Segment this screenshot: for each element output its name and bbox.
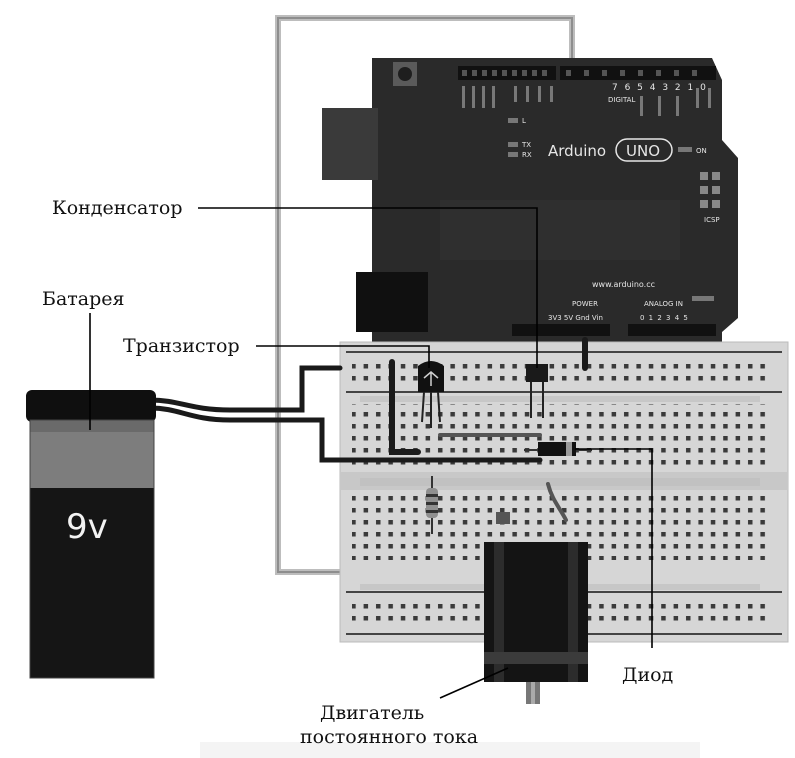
led-tx [508, 142, 518, 147]
analog-header [628, 324, 716, 336]
analog-pins: 0 1 2 3 4 5 [640, 314, 689, 322]
icsp-label: ICSP [704, 216, 720, 224]
battery-clip [26, 390, 156, 422]
led-rx [508, 152, 518, 157]
digital-pin-numbers: 7 6 5 4 3 2 1 0 [612, 83, 708, 93]
svg-text:TX: TX [521, 141, 531, 149]
battery-voltage: 9v [66, 507, 108, 547]
label-battery: Батарея [42, 288, 125, 310]
arduino-site: www.arduino.cc [592, 280, 655, 289]
power-jack [356, 272, 428, 332]
analog-label: ANALOG IN [644, 300, 683, 308]
power-label: POWER [572, 300, 598, 308]
led-l [508, 118, 518, 123]
leader-motor [440, 668, 508, 698]
arduino-board: DIGITAL 7 6 5 4 3 2 1 0 L TX RX Arduino … [322, 58, 738, 342]
power-pins: 3V3 5V Gnd Vin [548, 314, 603, 322]
label-transistor: Транзистор [123, 335, 240, 357]
power-header [512, 324, 610, 336]
dc-motor [484, 542, 588, 704]
battery: 9v [26, 390, 156, 678]
svg-text:L: L [522, 117, 526, 125]
label-capacitor: Конденсатор [52, 197, 183, 219]
usb-connector [322, 108, 378, 180]
label-motor-line2: постоянного тока [300, 726, 478, 748]
on-label: ON [696, 147, 707, 155]
motor-terminal [496, 512, 510, 524]
svg-text:RX: RX [522, 151, 532, 159]
led-on [678, 147, 692, 152]
digital-label: DIGITAL [608, 96, 635, 104]
arduino-brand: Arduino [548, 142, 606, 160]
label-diode: Диод [622, 664, 673, 686]
arduino-model: UNO [626, 142, 660, 160]
label-motor-line1: Двигатель [320, 702, 424, 724]
